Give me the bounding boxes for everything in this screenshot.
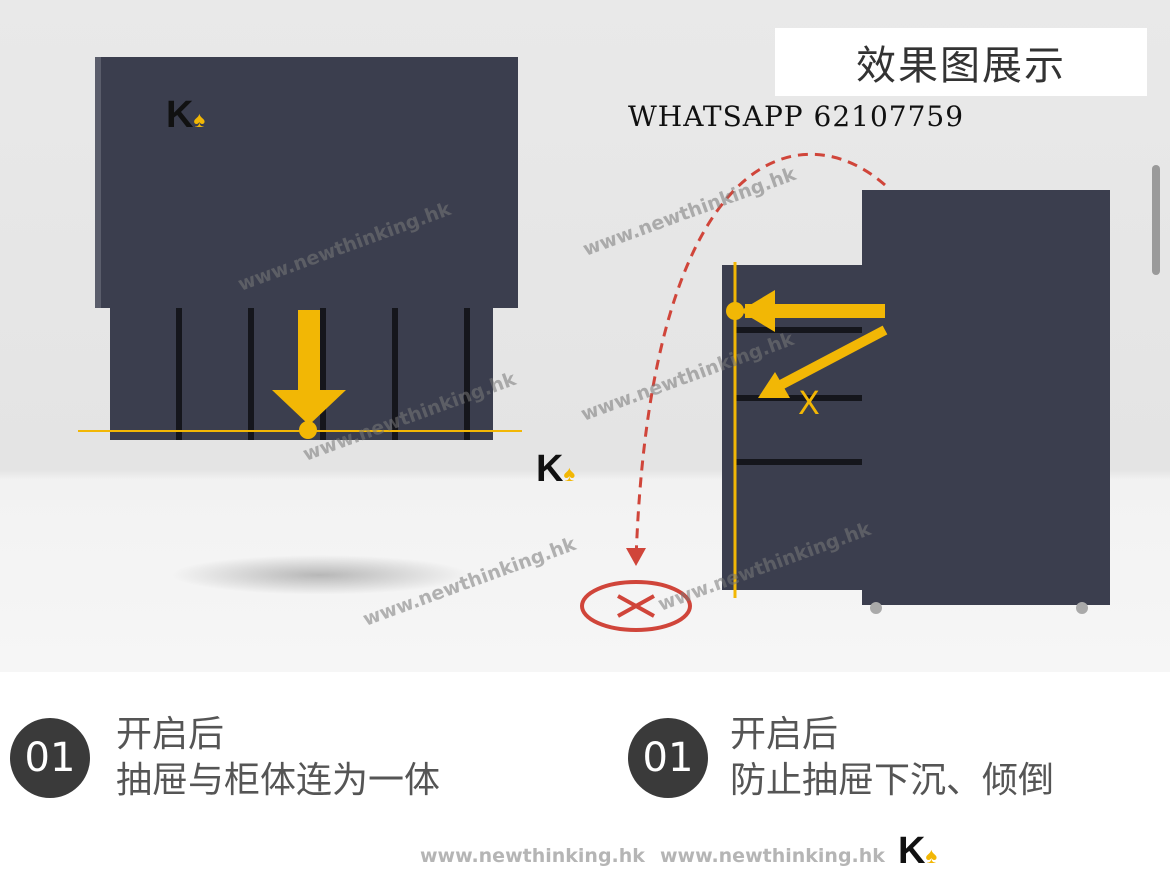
down-arrow-head-icon: [272, 390, 346, 425]
title-box: 效果图展示: [775, 28, 1147, 96]
right-cabinet-body: [862, 190, 1110, 605]
right-cabinet-drawer: [722, 265, 862, 590]
down-arrow-icon: [298, 310, 320, 390]
caption-line: 开启后: [730, 714, 839, 755]
scrollbar[interactable]: [1152, 165, 1160, 275]
forbidden-circle: [580, 580, 692, 632]
left-cabinet-body: [95, 57, 518, 308]
arc-arrow-icon: [626, 548, 646, 566]
brand-logo: K♠: [898, 830, 938, 872]
left-caption: 开启后 抽屉与柜体连为一体: [116, 712, 440, 804]
product-scene: X 效果图展示 WHATSAPP 62107759 www.newthinkin…: [0, 0, 1170, 672]
caption-line: 开启后: [116, 714, 225, 755]
left-arrow-icon: [745, 304, 885, 318]
brand-logo: K♠: [536, 448, 576, 490]
step-number-badge: 01: [10, 718, 90, 798]
contact-text: WHATSAPP 62107759: [628, 100, 965, 133]
x-mark-icon: [617, 594, 655, 618]
diagonal-arrow-icon: [772, 325, 888, 393]
watermark: www.newthinking.hk: [420, 845, 645, 867]
pivot-dot: [299, 421, 317, 439]
watermark: www.newthinking.hk: [660, 845, 885, 867]
floor-shadow: [170, 555, 470, 595]
right-caption: 开启后 防止抽屉下沉、倾倒: [730, 712, 1054, 804]
step-number-badge: 01: [628, 718, 708, 798]
caption-line: 抽屉与柜体连为一体: [116, 760, 441, 801]
caption-line: 防止抽屉下沉、倾倒: [730, 760, 1055, 801]
error-mark: X: [798, 384, 820, 422]
brand-logo: K♠: [166, 94, 206, 136]
annotations: X: [78, 152, 1110, 632]
